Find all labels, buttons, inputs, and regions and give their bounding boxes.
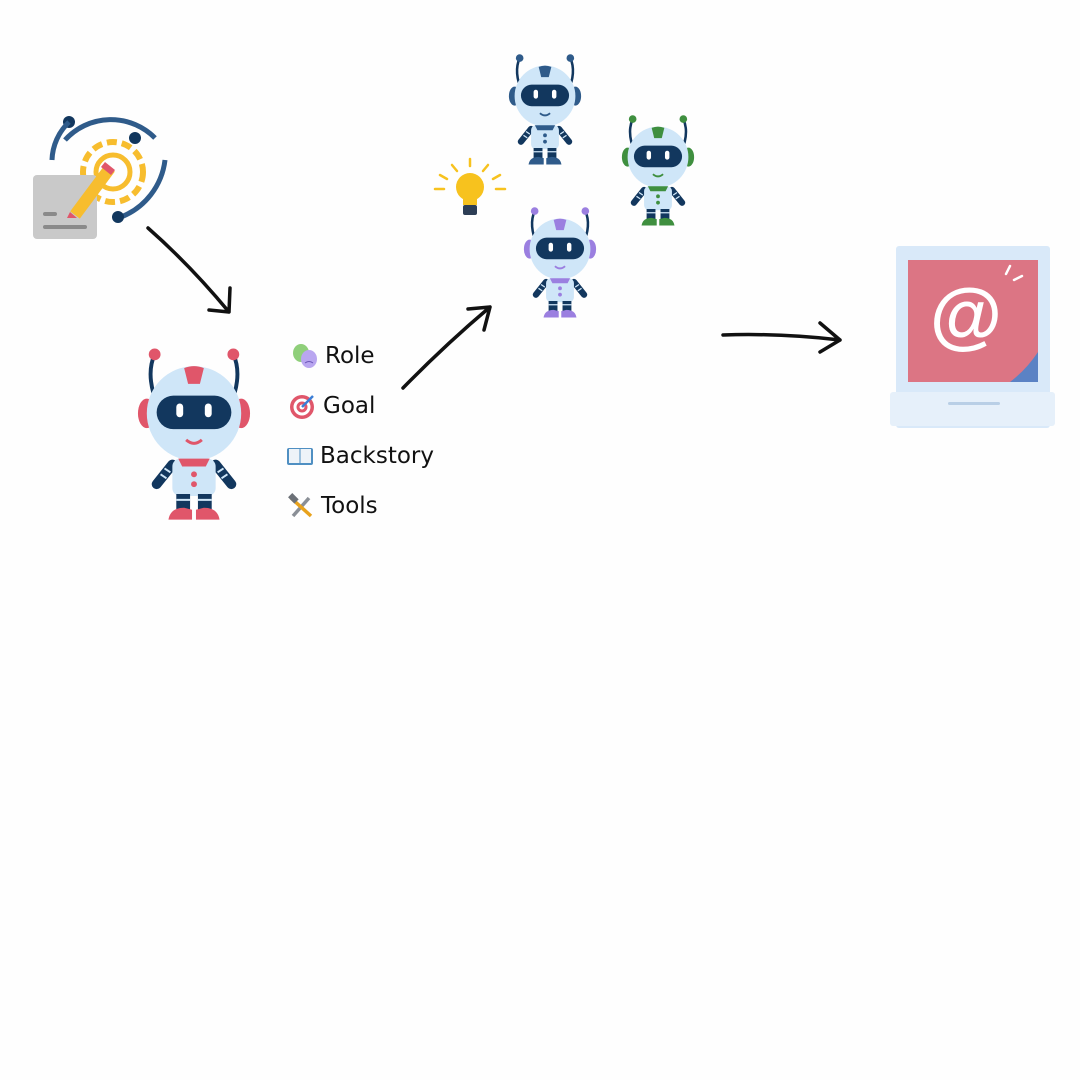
- crew-robot-green-icon: [620, 113, 696, 229]
- attribute-label: Backstory: [320, 443, 434, 469]
- task-configuration-icon: [33, 116, 168, 239]
- arrow-task-to-agent: [146, 226, 232, 314]
- email-at-symbol: @: [930, 273, 1002, 356]
- attribute-goal: Goal: [289, 392, 375, 420]
- theater-masks-icon: [293, 344, 317, 368]
- attribute-role: Role: [291, 342, 375, 370]
- attribute-label: Tools: [321, 493, 378, 519]
- attribute-label: Goal: [323, 393, 376, 419]
- target-icon: [290, 395, 314, 419]
- crew-robot-blue-icon: [507, 52, 583, 168]
- arrow-crew-to-output: [721, 321, 842, 354]
- arrow-agent-to-crew: [401, 305, 492, 390]
- attribute-label: Role: [325, 343, 375, 369]
- hammer-wrench-icon: [288, 493, 313, 518]
- attribute-backstory: Backstory: [286, 442, 434, 470]
- attribute-tools: Tools: [287, 492, 378, 520]
- lightbulb-icon: [433, 157, 507, 215]
- agent-robot-icon: [135, 345, 253, 525]
- email-icon: @: [890, 246, 1055, 428]
- book-icon: [287, 448, 313, 465]
- crew-robot-purple-icon: [522, 205, 598, 321]
